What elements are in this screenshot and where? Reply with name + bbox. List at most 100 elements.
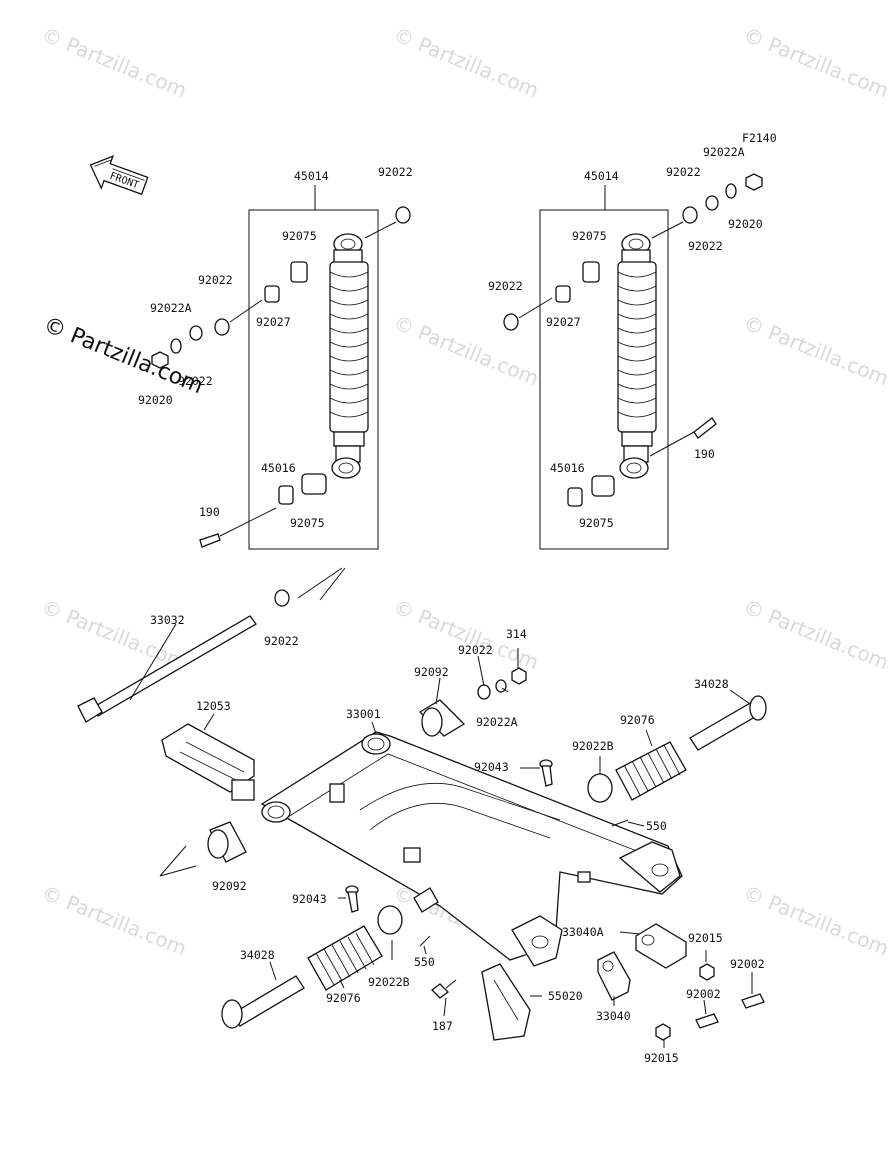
bolt-187: [431, 979, 457, 999]
label-92076: 92076: [326, 991, 361, 1005]
label-33040A: 33040A: [562, 925, 604, 939]
spacer-12053: [161, 723, 255, 801]
watermark: © Partzilla.com: [740, 22, 892, 102]
shock-absorber-right: [617, 233, 657, 479]
watermark: © Partzilla.com: [740, 594, 892, 674]
swingarm-33001: [260, 731, 683, 967]
bolt-92002-mid: [695, 1013, 719, 1029]
label-92022: 92022: [666, 165, 701, 179]
label-34028: 34028: [240, 948, 275, 962]
leader-lines: [129, 623, 753, 1048]
label-92022B: 92022B: [368, 975, 410, 989]
watermark: © Partzilla.com: [740, 310, 892, 390]
pin-34028-left: [221, 975, 305, 1029]
collar-45016: [278, 485, 294, 505]
cotter-pin-550-left: [419, 935, 431, 947]
label-45016: 45016: [261, 461, 296, 475]
label-92022A: 92022A: [476, 715, 518, 729]
diagram-code: F2140: [742, 131, 777, 145]
lockwasher-92022A: [725, 183, 737, 199]
label-12053: 12053: [196, 699, 231, 713]
watermark: © Partzilla.com: [740, 880, 892, 960]
label-92022: 92022: [198, 273, 233, 287]
label-92020: 92020: [138, 393, 173, 407]
group-box-right: [539, 209, 669, 550]
bolt-92043-bottom: [345, 885, 359, 913]
label-314: 314: [506, 627, 527, 641]
label-92022: 92022: [688, 239, 723, 253]
collar-45016: [567, 487, 583, 507]
washer-92022: [189, 325, 203, 341]
washer-92022: [274, 589, 290, 607]
label-92022B: 92022B: [572, 739, 614, 753]
nut-314: [511, 667, 527, 685]
label-92075: 92075: [572, 229, 607, 243]
bolt-92002-right: [741, 993, 765, 1009]
label-92022: 92022: [264, 634, 299, 648]
nut-92020: [745, 173, 763, 191]
right-shock-group: 45014 92022 92022A 92020 92022 92075 920…: [488, 145, 763, 550]
label-550: 550: [646, 819, 667, 833]
bushing-92092-left: [207, 821, 247, 863]
nut-92015: [655, 1023, 671, 1041]
label-45016: 45016: [550, 461, 585, 475]
label-92075: 92075: [290, 516, 325, 530]
rubber-92076-left: [307, 925, 383, 991]
washer-92022: [503, 313, 519, 331]
label-92022: 92022: [458, 643, 493, 657]
label-92015: 92015: [644, 1051, 679, 1065]
washer-92022B-left: [377, 905, 403, 935]
lockwasher-92022A: [170, 338, 182, 354]
washer-92022: [477, 684, 491, 700]
watermark: © Partzilla.com: [390, 22, 542, 102]
label-55020: 55020: [548, 989, 583, 1003]
label-92002: 92002: [730, 957, 765, 971]
label-187: 187: [432, 1019, 453, 1033]
watermark: © Partzilla.com: [390, 310, 542, 390]
bushing-92092-top: [418, 699, 466, 737]
bolt-190: [693, 417, 717, 439]
bracket-55020: [481, 963, 531, 1041]
group-box-left: [248, 209, 379, 550]
chain-adjuster-33040: [597, 951, 631, 1001]
pivot-shaft-33032: [77, 615, 257, 723]
cotter-pin-550-right: [611, 819, 629, 827]
watermark: © Partzilla.com: [38, 22, 190, 102]
label-92043: 92043: [292, 892, 327, 906]
washer-92022: [705, 195, 719, 211]
pin-34028-right: [689, 695, 767, 751]
label-92020: 92020: [728, 217, 763, 231]
label-92027: 92027: [256, 315, 291, 329]
washer-92022: [395, 206, 411, 224]
label-92022A: 92022A: [150, 301, 192, 315]
label-33001: 33001: [346, 707, 381, 721]
chain-adjuster-33040A: [635, 923, 687, 969]
label-92076: 92076: [620, 713, 655, 727]
label-92015: 92015: [688, 931, 723, 945]
label-33032: 33032: [150, 613, 185, 627]
front-arrow-icon: FRONT: [89, 155, 149, 196]
label-92092: 92092: [212, 879, 247, 893]
bolt-92043-top: [539, 759, 553, 787]
label-92092: 92092: [414, 665, 449, 679]
bushing-92075-lower: [591, 475, 615, 497]
collar-92027: [555, 285, 571, 303]
label-34028: 34028: [694, 677, 729, 691]
label-33040: 33040: [596, 1009, 631, 1023]
label-92075: 92075: [282, 229, 317, 243]
nut-92015: [699, 963, 715, 981]
label-45014: 45014: [584, 169, 619, 183]
shock-absorber-left: [329, 233, 369, 479]
bushing-92075-lower: [301, 473, 327, 495]
bushing-92075: [290, 261, 308, 283]
label-92022: 92022: [488, 279, 523, 293]
nut-92020: [151, 351, 169, 369]
label-190: 190: [199, 505, 220, 519]
label-92022: 92022: [378, 165, 413, 179]
washer-92022B-right: [587, 773, 613, 803]
washer-92022: [214, 318, 230, 336]
rubber-92076-right: [615, 741, 687, 801]
label-190: 190: [694, 447, 715, 461]
label-550: 550: [414, 955, 435, 969]
label-92027: 92027: [546, 315, 581, 329]
